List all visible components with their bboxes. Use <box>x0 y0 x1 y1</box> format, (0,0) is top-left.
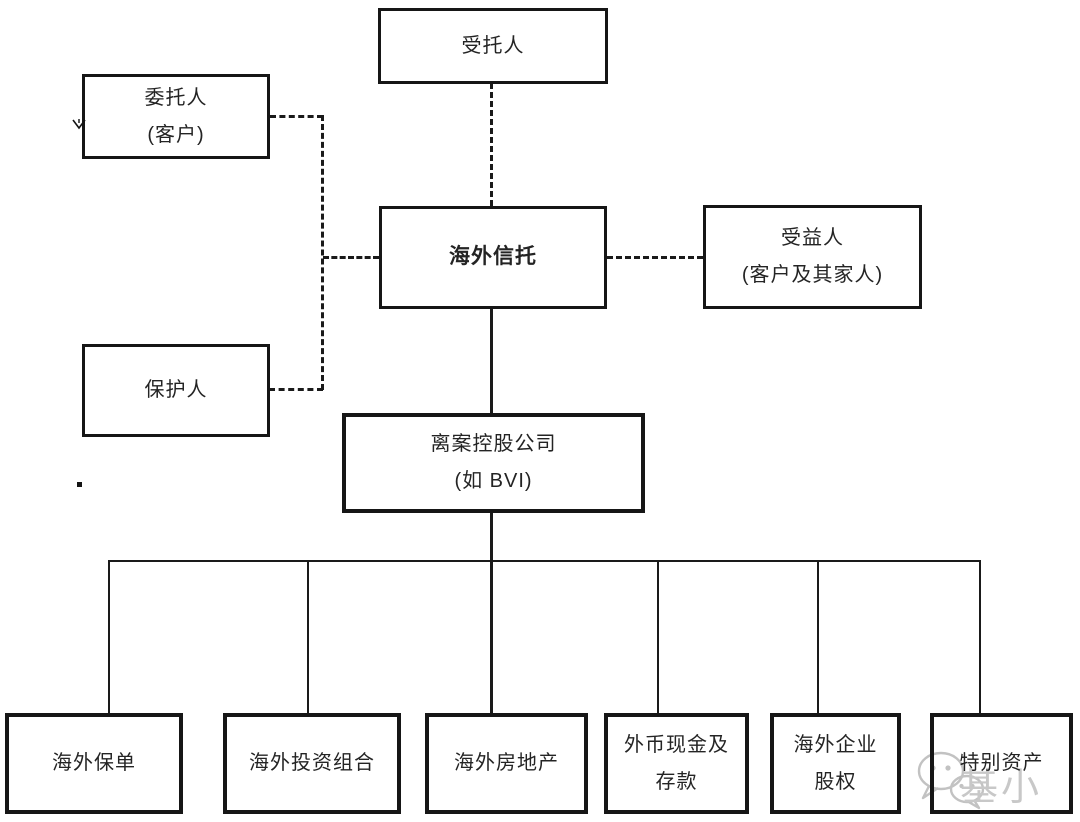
stray-dot <box>77 482 82 487</box>
connector-joint-trust-dashed <box>323 256 379 259</box>
node-asset-foreign-cash-deposits-label: 外币现金及 存款 <box>624 733 729 793</box>
node-protector-label: 保护人 <box>144 379 208 401</box>
connector-assets-bus <box>108 560 981 562</box>
node-asset-real-estate-label: 海外房地产 <box>454 752 559 774</box>
node-settlor-label: 委托人 (客户) <box>144 86 208 146</box>
node-asset-special-assets: 特别资产 <box>930 713 1073 814</box>
connector-drop-asset-1 <box>108 560 110 713</box>
connector-drop-asset-4 <box>657 560 659 713</box>
node-asset-investment-portfolio-label: 海外投资组合 <box>249 752 375 774</box>
connector-trust-holdco <box>490 308 493 413</box>
node-offshore-holding-company: 离案控股公司 (如 BVI) <box>342 413 645 513</box>
connector-trustee-trust-dashed <box>490 83 493 206</box>
node-asset-foreign-cash-deposits: 外币现金及 存款 <box>604 713 749 814</box>
connector-holdco-assets <box>490 512 493 713</box>
node-asset-overseas-policy-label: 海外保单 <box>52 752 136 774</box>
connector-trust-beneficiary-dashed <box>607 256 703 259</box>
node-overseas-trust: 海外信托 <box>379 206 607 309</box>
connector-drop-asset-6 <box>979 560 981 713</box>
node-trustee: 受托人 <box>378 8 608 84</box>
node-beneficiary: 受益人 (客户及其家人) <box>703 205 922 309</box>
connector-drop-asset-5 <box>817 560 819 713</box>
down-arrowhead-icon <box>72 119 86 130</box>
connector-settlor-joint-dashed <box>270 115 323 118</box>
node-overseas-trust-label: 海外信托 <box>449 245 537 269</box>
node-beneficiary-label: 受益人 (客户及其家人) <box>741 227 884 286</box>
node-asset-special-assets-label: 特别资产 <box>959 752 1044 774</box>
connector-protector-joint-dashed <box>269 388 323 391</box>
node-protector: 保护人 <box>82 344 270 437</box>
watermark-text: 基小律 <box>960 767 1043 809</box>
node-asset-investment-portfolio: 海外投资组合 <box>223 713 401 814</box>
node-asset-corporate-equity: 海外企业 股权 <box>770 713 901 814</box>
connector-joint-vertical-dashed <box>321 115 324 390</box>
node-trustee-label: 受托人 <box>461 34 525 57</box>
node-settlor: 委托人 (客户) <box>82 74 270 159</box>
node-offshore-holding-company-label: 离案控股公司 (如 BVI) <box>430 433 557 492</box>
node-asset-corporate-equity-label: 海外企业 股权 <box>793 733 878 793</box>
node-asset-real-estate: 海外房地产 <box>425 713 588 814</box>
connector-drop-asset-2 <box>307 560 309 713</box>
node-asset-overseas-policy: 海外保单 <box>5 713 183 814</box>
